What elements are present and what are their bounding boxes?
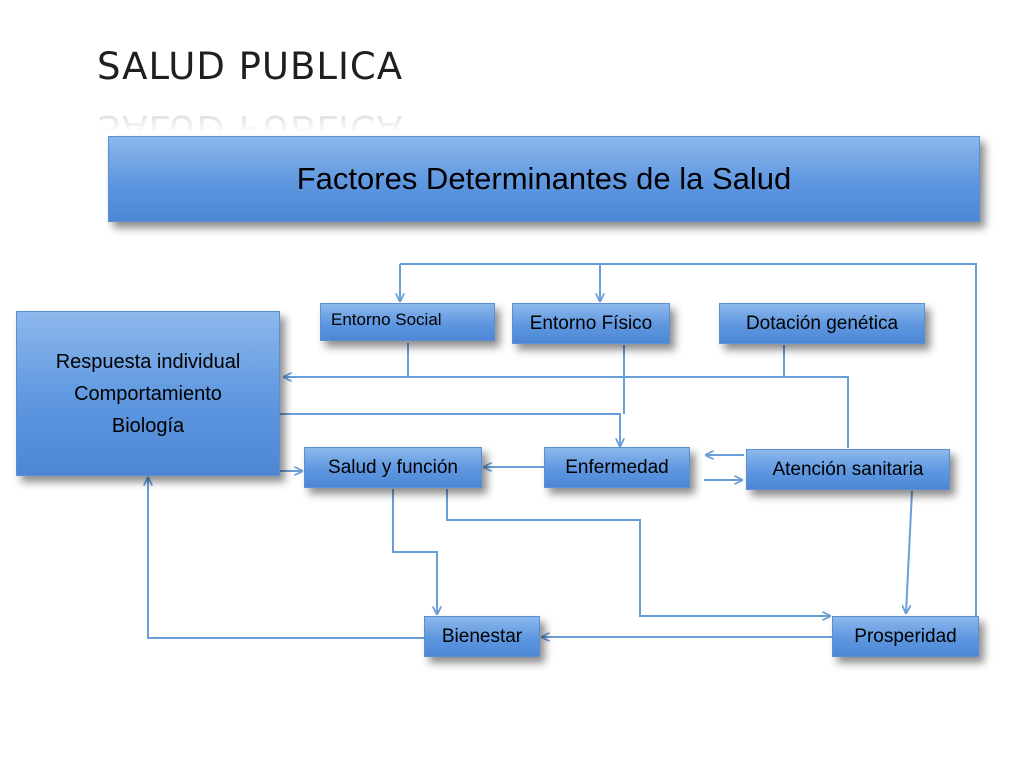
node-bienestar: Bienestar <box>424 616 540 657</box>
arrow-respuesta-to-enfermedad <box>280 413 620 446</box>
node-atencion-sanitaria: Atención sanitaria <box>746 449 950 490</box>
node-salud-y-funcion: Salud y función <box>304 447 482 488</box>
node-enfermedad: Enfermedad <box>544 447 690 488</box>
connector-prosperidad-top-loop <box>400 263 977 616</box>
arrow-atencion-to-prosperidad <box>906 490 913 613</box>
respuesta-line-1: Respuesta individual <box>55 350 241 373</box>
arrow-to-respuesta <box>284 377 849 448</box>
arrow-salud-to-prosperidad <box>446 489 830 616</box>
node-dotacion-genetica: Dotación genética <box>719 303 925 344</box>
slide-title: SALUD PUBLICA <box>97 45 404 88</box>
header-box: Factores Determinantes de la Salud <box>108 136 980 222</box>
arrow-salud-to-bienestar <box>392 489 437 614</box>
node-entorno-social: Entorno Social <box>320 303 495 341</box>
node-entorno-fisico: Entorno Físico <box>512 303 670 344</box>
respuesta-line-2: Comportamiento <box>74 382 222 405</box>
respuesta-line-3: Biología <box>111 414 185 437</box>
node-prosperidad: Prosperidad <box>832 616 979 657</box>
node-respuesta-individual: Respuesta individual Comportamiento Biol… <box>16 311 280 476</box>
arrow-bienestar-to-respuesta <box>148 478 424 639</box>
